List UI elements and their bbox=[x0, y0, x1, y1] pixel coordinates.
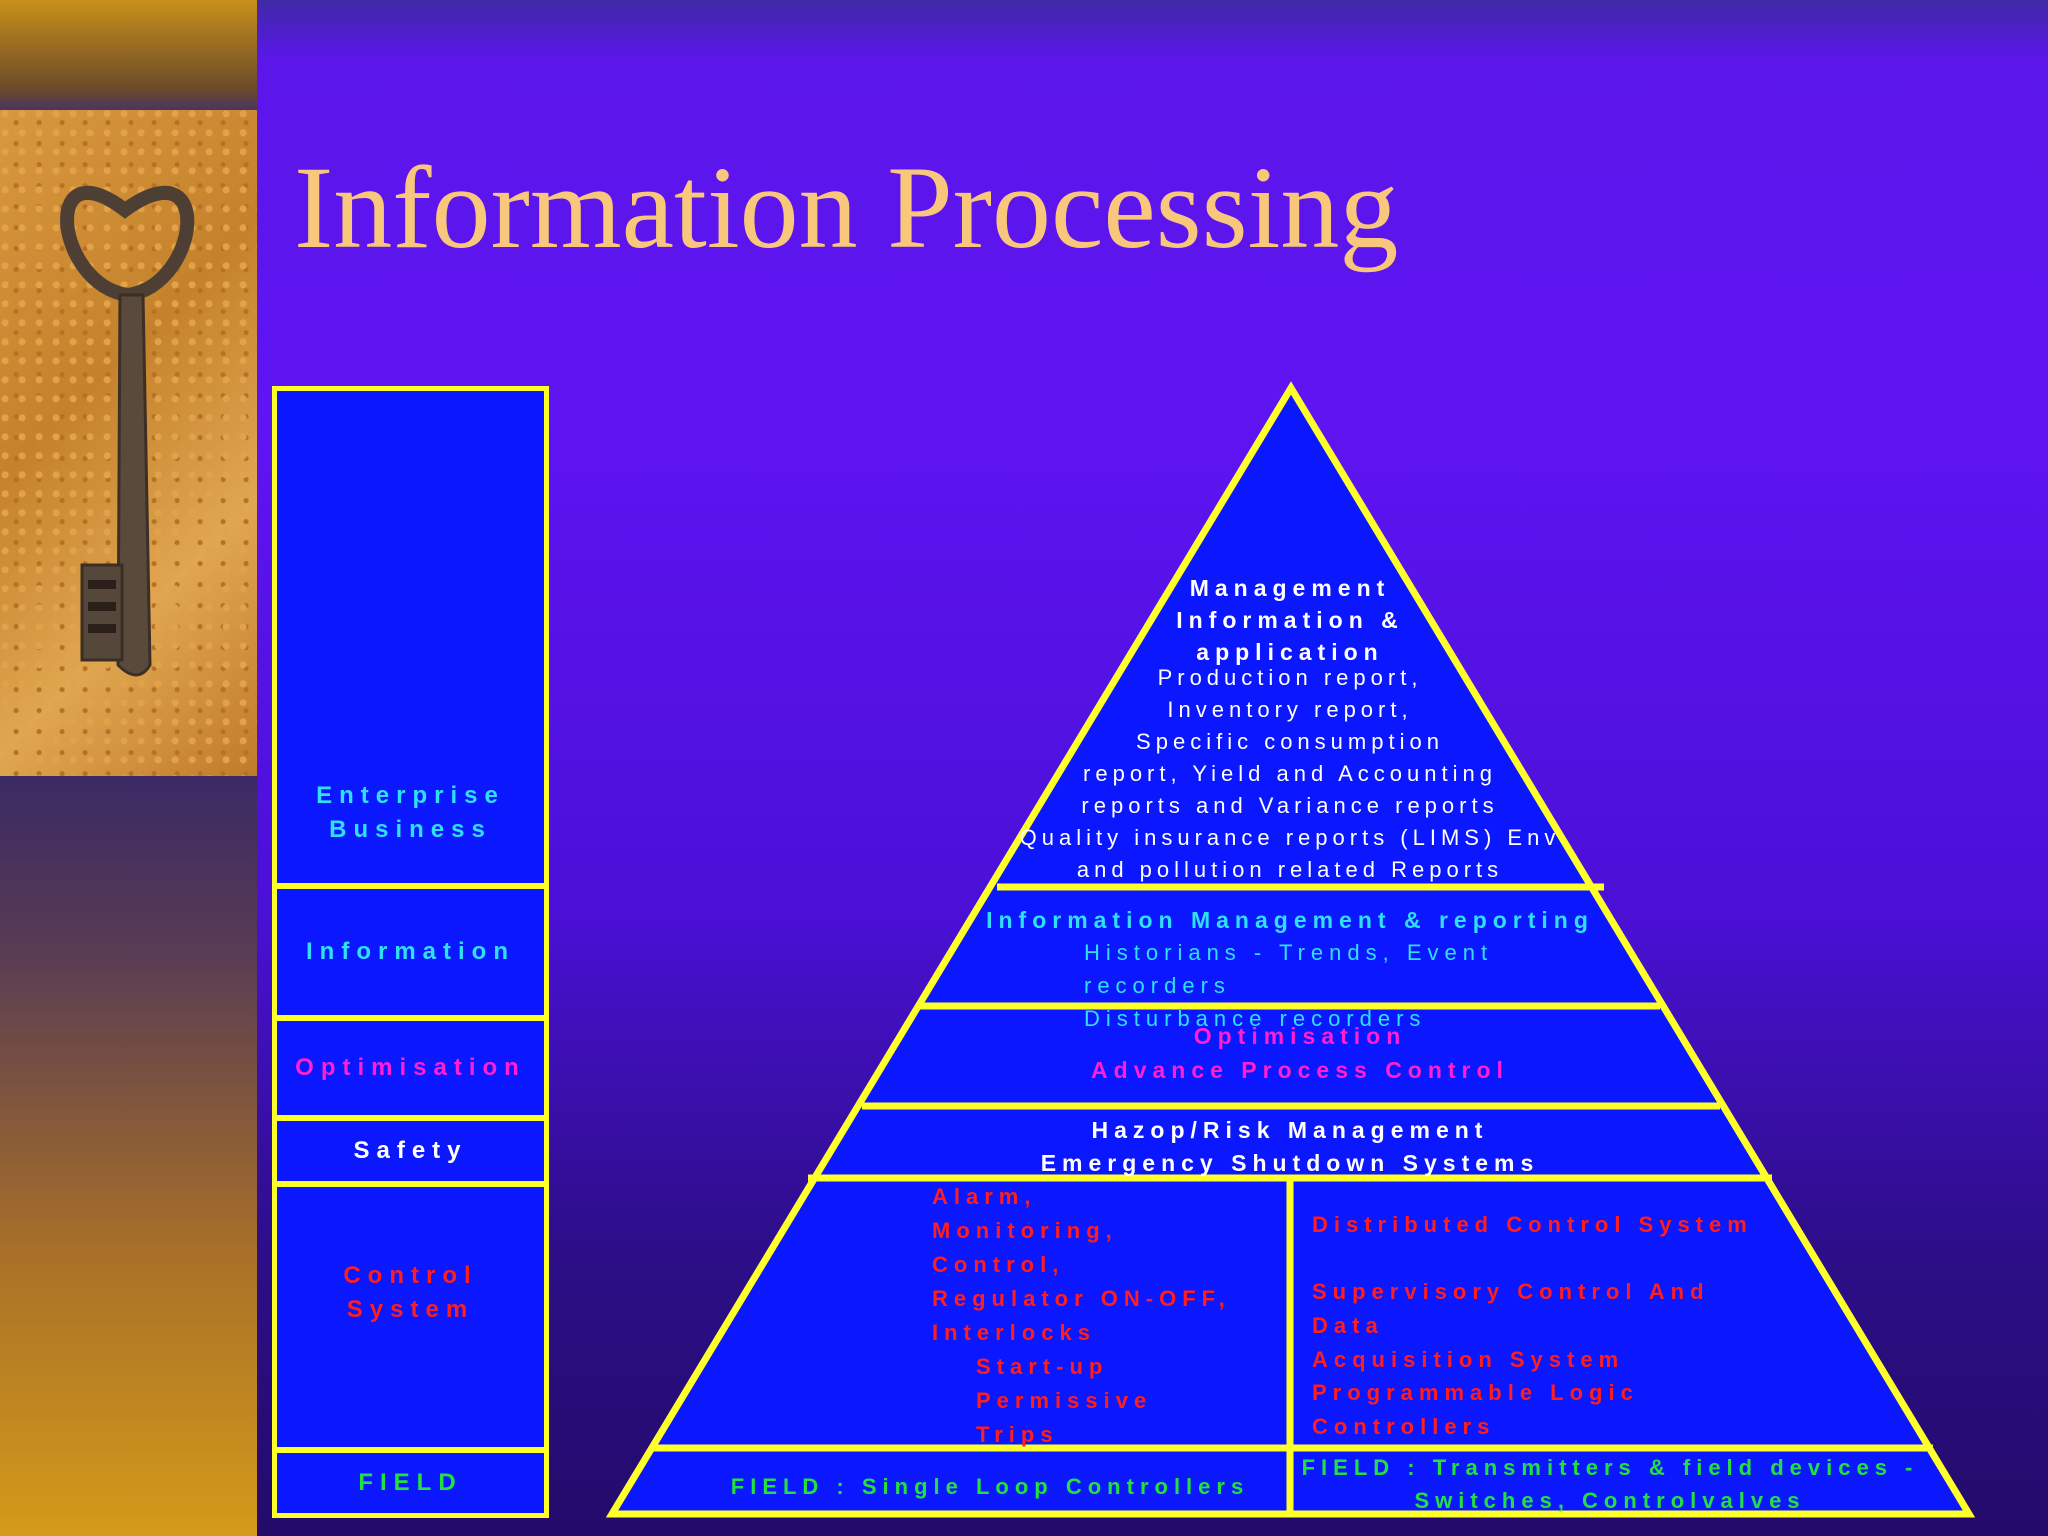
management-heading: Management Information & application bbox=[1176, 575, 1404, 665]
page-title: Information Processing bbox=[294, 142, 1399, 273]
key-icon bbox=[60, 186, 195, 677]
field-single-loop-controllers: FIELD : Single Loop Controllers bbox=[730, 1474, 1250, 1499]
control-system-label: Control System bbox=[343, 1262, 478, 1323]
plc-label: Programmable Logic Controllers bbox=[1312, 1380, 1639, 1439]
safety-label: Safety bbox=[353, 1137, 468, 1164]
information-label: Information bbox=[306, 938, 515, 965]
decorative-sidebar bbox=[0, 0, 257, 1536]
optimisation-label: Optimisation bbox=[295, 1054, 526, 1081]
enterprise-business-label: Enterprise Business bbox=[316, 782, 505, 843]
information-box: Information bbox=[272, 884, 549, 1020]
information-management-body: Historians - Trends, Event recorders Dis… bbox=[1084, 940, 1494, 1031]
optimisation-box: Optimisation bbox=[272, 1016, 549, 1120]
key-photo bbox=[0, 110, 257, 776]
field-transmitters-devices: FIELD : Transmitters & field devices - S… bbox=[1301, 1455, 1919, 1513]
management-reports: Production report, Inventory report, Spe… bbox=[1019, 665, 1561, 882]
information-management-heading: Information Management & reporting bbox=[986, 907, 1594, 933]
emergency-shutdown-systems: Emergency Shutdown Systems bbox=[1040, 1150, 1540, 1176]
advance-process-control: Advance Process Control bbox=[1091, 1057, 1509, 1083]
optimisation-heading: Optimisation bbox=[1193, 1023, 1407, 1049]
interlock-types-list: Start-up Permissive Trips bbox=[976, 1354, 1153, 1447]
control-system-box: Control System bbox=[272, 1182, 549, 1452]
field-box: FIELD bbox=[272, 1448, 549, 1518]
field-label: FIELD bbox=[358, 1469, 463, 1496]
scada-label: Supervisory Control And Data Acquisition… bbox=[1312, 1279, 1710, 1372]
hazop-risk-management: Hazop/Risk Management bbox=[1091, 1117, 1489, 1143]
dcs-label: Distributed Control System bbox=[1312, 1212, 1753, 1237]
control-functions-list: Alarm, Monitoring, Control, Regulator ON… bbox=[932, 1184, 1231, 1345]
